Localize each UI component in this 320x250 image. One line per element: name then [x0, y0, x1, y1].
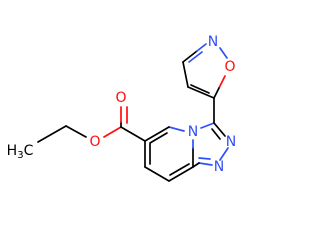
atom-ester-o: O — [89, 134, 100, 150]
bond-triazole-n1-c8a-inner — [198, 157, 211, 160]
bond-ring-c4-c3-inner — [169, 163, 190, 176]
bond-ring-c7-c6-inner — [149, 132, 168, 144]
bond-isox-c3-n-b — [196, 43, 207, 52]
bond-isox-c5-c4-inner — [190, 84, 210, 94]
bond-triazole-c3-n2 — [213, 122, 226, 137]
atom-carbonyl-o: O — [115, 90, 126, 106]
atom-bridge-n: N — [188, 124, 198, 140]
bond-triazole-c3-n2-inner — [211, 128, 221, 140]
bond-ch2-ester-o — [65, 125, 87, 138]
atom-methyl-h: H — [7, 143, 18, 159]
atom-methyl-sub: 3 — [17, 150, 23, 161]
bond-ring-c5-c4 — [144, 166, 170, 182]
bond-isox-c5-c4 — [187, 86, 215, 99]
atom-triazole-n2: N — [226, 134, 236, 150]
bond-isox-n-o — [219, 47, 228, 59]
bond-ester-o-carbonyl-c — [103, 126, 122, 138]
bond-triazole-n1-c8a-b — [192, 162, 200, 168]
bond-isox-o-c5 — [218, 75, 226, 89]
bond-ring-n-c7 — [168, 126, 185, 132]
structure-canvas: O O H3C N O N N N — [6, 34, 237, 182]
bond-triazole-n2-n1 — [219, 147, 229, 161]
bond-triazole-n1-c8a — [198, 162, 213, 166]
bond-carbonyl-c-ring — [120, 126, 146, 142]
bond-isox-c4-c3 — [182, 61, 189, 88]
bond-isox-c3-n-inner — [188, 51, 203, 63]
atom-methyl-label: H3C — [7, 143, 34, 161]
bond-ring-c4-c3 — [168, 166, 194, 182]
bond-isox-o-c5-b — [213, 87, 220, 99]
bond-ring-c7-c6 — [144, 126, 170, 142]
bond-methyl-ch2 — [37, 125, 67, 143]
atom-isoxazole-n: N — [208, 34, 218, 50]
molecule-structure: O O H3C N O N N N — [7, 34, 236, 182]
atom-isoxazole-o: O — [224, 59, 235, 75]
atom-methyl-c: C — [24, 143, 34, 159]
bond-isox-c3-n — [182, 50, 198, 63]
bond-triazole-n-c3 — [200, 122, 215, 129]
atom-triazole-n1: N — [214, 159, 224, 175]
